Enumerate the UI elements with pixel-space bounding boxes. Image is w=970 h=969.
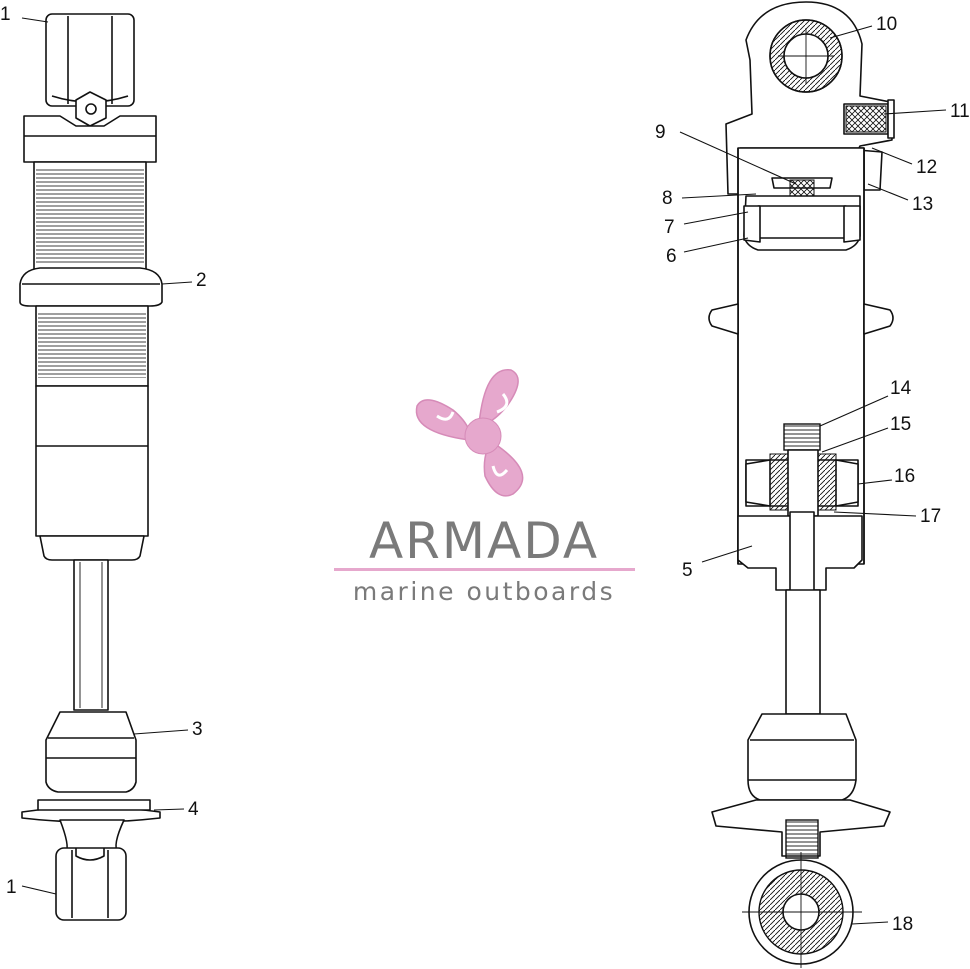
callout-9: 9 [655, 122, 666, 143]
callout-5: 5 [682, 560, 693, 581]
top-eyelet [45, 13, 135, 127]
brand-watermark: ARMADA marine outboards [334, 369, 635, 606]
callout-4: 4 [188, 799, 199, 820]
callout-15: 15 [890, 414, 911, 435]
callout-18: 18 [892, 914, 913, 935]
shock-cross-section-view [708, 1, 895, 968]
brand-tagline: marine outboards [353, 577, 615, 606]
callout-7: 7 [664, 217, 675, 238]
brand-name: ARMADA [369, 512, 599, 570]
propeller-logo-icon [415, 369, 524, 497]
callout-11: 11 [950, 101, 970, 122]
shock-exterior-view [19, 13, 163, 921]
callout-labels: 1 2 3 4 1 10 11 9 12 8 13 7 6 14 15 16 1 [0, 4, 970, 935]
callout-3: 3 [192, 719, 203, 740]
callout-2: 2 [196, 270, 207, 291]
callout-10: 10 [876, 14, 897, 35]
callout-8: 8 [662, 188, 673, 209]
callout-1a: 1 [0, 4, 11, 25]
callout-17: 17 [920, 506, 941, 527]
brand-underline [334, 568, 635, 571]
callout-6: 6 [666, 246, 677, 267]
callout-12: 12 [916, 157, 937, 178]
callout-14: 14 [890, 378, 912, 399]
callout-1b: 1 [6, 877, 17, 898]
callout-13: 13 [912, 194, 933, 215]
callout-16: 16 [894, 466, 915, 487]
